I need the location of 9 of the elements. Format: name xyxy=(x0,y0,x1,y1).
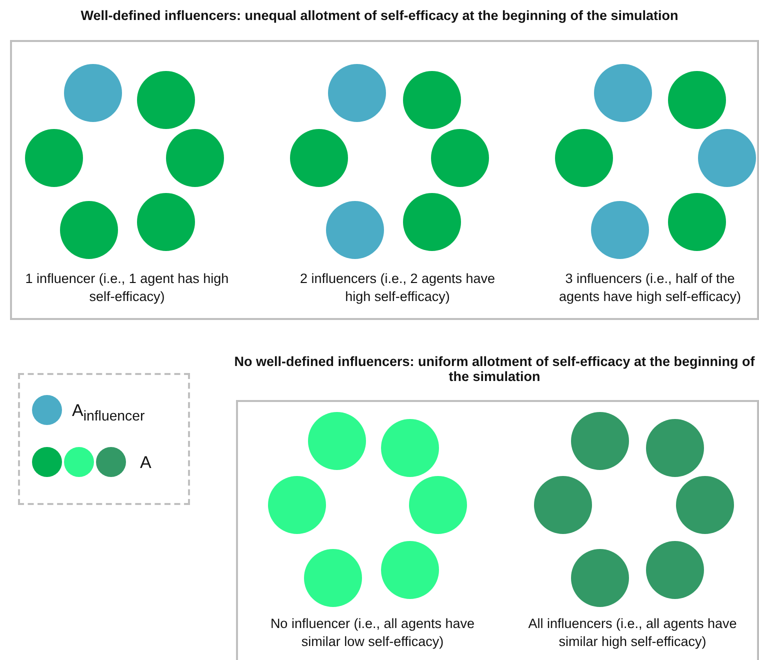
caption: All influencers (i.e., all agents have similar high self-efficacy) xyxy=(527,615,738,652)
legend-text: A xyxy=(140,453,152,473)
caption: 2 influencers (i.e., 2 agents have high self-efficacy) xyxy=(298,270,496,306)
legend-text: A$_{influencer}$ xyxy=(72,401,145,424)
caption: 1 influencer (i.e., 1 agent has high self-efficacy) xyxy=(24,270,230,306)
panel-heading: Well-defined influencers: unequal allotment of self-efficacy at the beginning of the simulation xyxy=(80,8,680,23)
caption: No influencer (i.e., all agents have similar low self-efficacy) xyxy=(269,615,476,652)
caption: 3 influencers (i.e., half of the agents have high self-efficacy) xyxy=(558,270,742,306)
panel-heading: No well-defined influencers: uniform allotment of self-efficacy at the beginning of the simulation xyxy=(233,354,756,384)
